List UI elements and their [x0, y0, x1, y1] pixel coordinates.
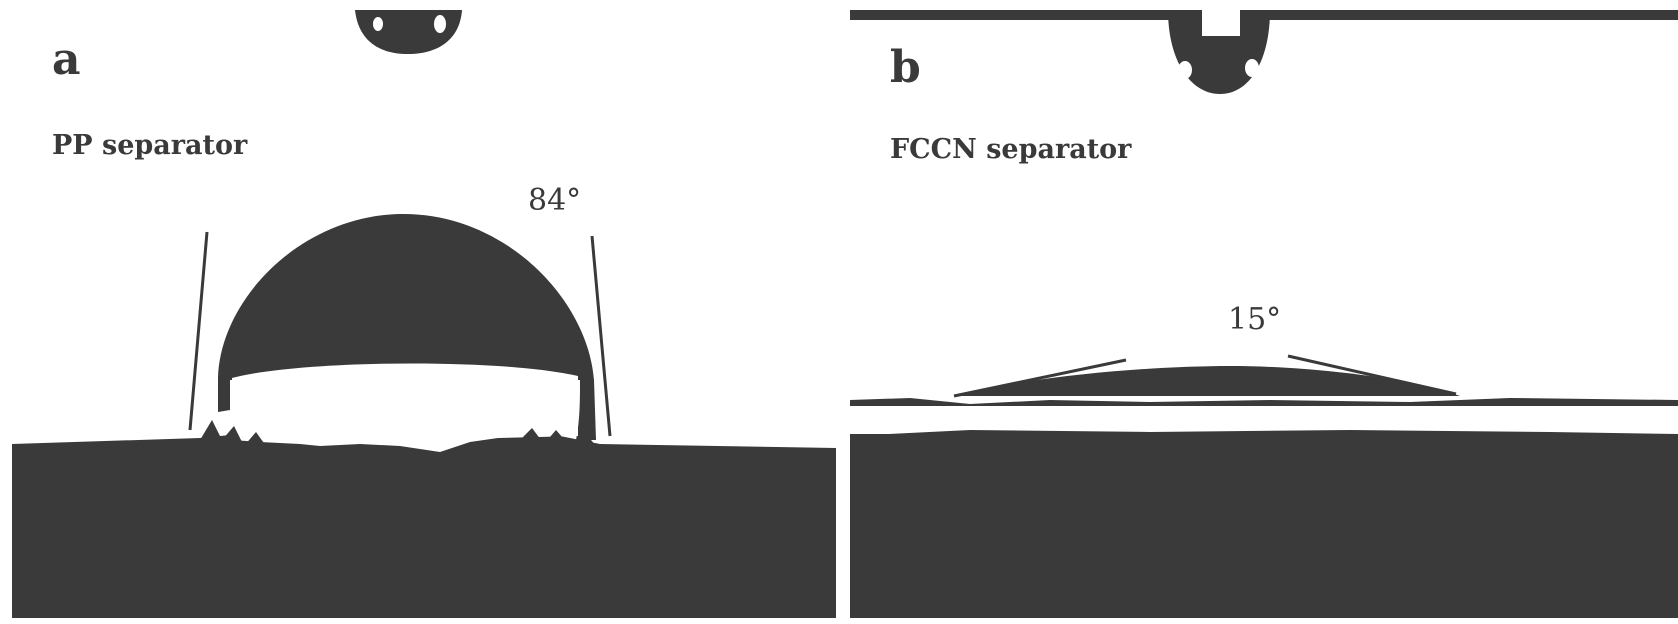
contact-angle-label: 84°: [528, 183, 582, 218]
sample-label: PP separator: [52, 130, 248, 161]
surface-line: [850, 398, 1678, 406]
sessile-droplet: [956, 366, 1460, 396]
tangent-line-left: [953, 358, 1127, 398]
droplet-highlight: [1178, 61, 1192, 79]
panel-letter: b: [890, 42, 921, 93]
rim-left: [200, 420, 266, 446]
substrate: [12, 434, 836, 618]
droplet-highlight: [373, 17, 383, 31]
tangent-line-right: [1287, 354, 1457, 396]
rim-right: [520, 428, 598, 448]
panel-a: a PP separator 84°: [0, 0, 836, 624]
substrate-edge: [850, 430, 1678, 440]
substrate: [850, 434, 1678, 618]
tangent-line-right: [590, 235, 612, 437]
contact-angle-label: 15°: [1228, 302, 1282, 337]
syringe-droplet: [355, 10, 462, 54]
panel-a-photo: [12, 10, 836, 618]
panel-b-photo: [850, 10, 1678, 618]
tangent-line-left: [188, 231, 209, 431]
panel-b: b FCCN separator 15°: [850, 0, 1678, 624]
sessile-droplet: [218, 213, 596, 440]
droplet-reflection: [232, 363, 578, 452]
panel-letter: a: [52, 34, 81, 85]
sample-label: FCCN separator: [890, 134, 1132, 165]
droplet-highlight: [1245, 59, 1259, 77]
needle: [1202, 10, 1240, 36]
syringe-droplet: [1168, 10, 1270, 94]
droplet-highlight: [434, 15, 446, 33]
